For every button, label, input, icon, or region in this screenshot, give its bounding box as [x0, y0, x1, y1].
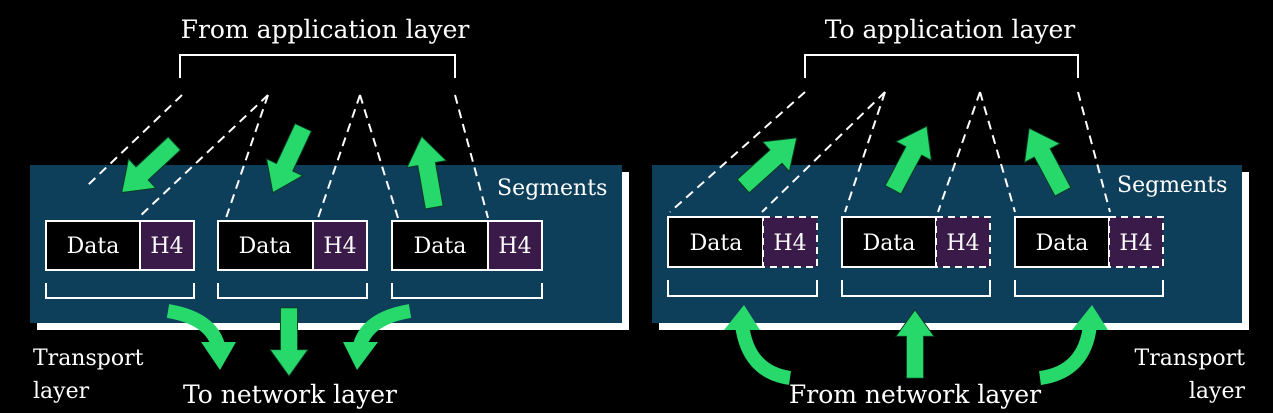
- header-text: H4: [946, 231, 979, 256]
- header-text: H4: [773, 231, 806, 256]
- packet: Data H4: [45, 220, 195, 271]
- bottom-label: To network layer: [183, 380, 397, 409]
- header-cell: [935, 216, 991, 268]
- segments-label: Segments: [497, 176, 607, 201]
- header-cell: [762, 216, 818, 268]
- arrow-head-icon: [1072, 305, 1108, 330]
- data-text: Data: [239, 234, 292, 259]
- packet: Data H4: [1014, 216, 1164, 268]
- curved-arrow-icon: [735, 323, 792, 385]
- header-text: H4: [498, 234, 531, 259]
- segments-label: Segments: [1117, 173, 1227, 198]
- data-cell: [1014, 216, 1110, 268]
- data-text: Data: [1036, 231, 1089, 256]
- header-text: H4: [1119, 231, 1152, 256]
- data-cell: [391, 220, 489, 271]
- data-text: Data: [690, 231, 743, 256]
- data-text: Data: [863, 231, 916, 256]
- top-label: To application layer: [825, 15, 1076, 44]
- curved-arrow-heads: [201, 342, 378, 370]
- curved-arrows: [735, 323, 1097, 385]
- data-text: Data: [414, 234, 467, 259]
- packet: Data H4: [217, 220, 368, 271]
- right-panel: To application layer Segments Data H4 Da…: [652, 15, 1249, 409]
- left-panel: From application layer Segments Data H4 …: [30, 15, 629, 409]
- header-cell: [487, 220, 543, 271]
- header-cell: [139, 220, 195, 271]
- packet-brackets: [45, 283, 543, 299]
- data-cell: [45, 220, 141, 271]
- curved-arrows: [166, 304, 412, 348]
- arrow-head-icon: [724, 305, 760, 330]
- curved-arrow-icon: [353, 304, 412, 348]
- header-text: H4: [323, 234, 356, 259]
- funnel-lines: [669, 91, 1111, 213]
- packet: Data H4: [841, 216, 991, 268]
- data-cell: [841, 216, 937, 268]
- header-cell: [1108, 216, 1164, 268]
- curved-arrow-icon: [166, 304, 225, 348]
- layer-label-line1: Transport: [33, 346, 144, 371]
- funnel-lines: [87, 94, 489, 219]
- top-label: From application layer: [181, 15, 470, 44]
- header-text: H4: [150, 234, 183, 259]
- arrow-head-icon: [343, 342, 378, 370]
- layer-label-line2: layer: [1189, 379, 1246, 404]
- header-cell: [312, 220, 368, 271]
- layer-label-line1: Transport: [1135, 346, 1246, 371]
- curved-arrow-heads: [724, 305, 1108, 330]
- arrow-head-icon: [201, 342, 236, 370]
- top-bracket: [804, 54, 1079, 78]
- layer-label-line2: layer: [33, 379, 90, 404]
- bottom-label: From network layer: [789, 380, 1041, 409]
- packet-brackets: [667, 280, 1164, 297]
- curved-arrow-icon: [1038, 324, 1097, 385]
- packet: Data H4: [667, 216, 818, 268]
- packet: Data H4: [391, 220, 543, 271]
- data-text: Data: [67, 234, 120, 259]
- top-bracket: [179, 54, 456, 78]
